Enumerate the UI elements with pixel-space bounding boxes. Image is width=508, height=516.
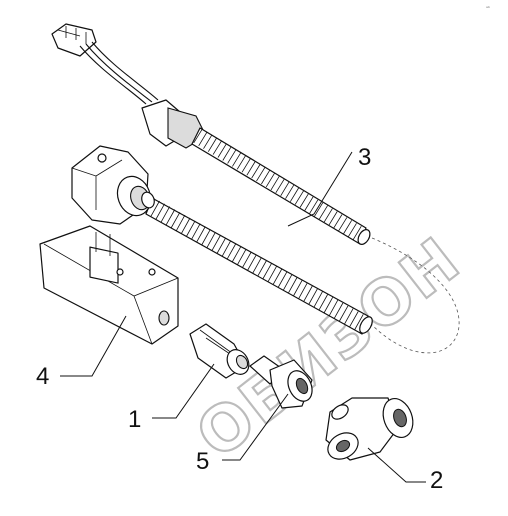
callout-3: 3 xyxy=(287,144,371,227)
fitting-1 xyxy=(189,323,250,379)
callout-label-1: 1 xyxy=(128,406,141,433)
callout-1: 1 xyxy=(128,363,215,433)
fitting-5 xyxy=(249,355,313,409)
terminal-plug xyxy=(51,23,97,57)
wire-bundle xyxy=(79,41,159,105)
corner-mark: ᵃᵇ xyxy=(486,6,490,12)
callout-5: 5 xyxy=(196,393,289,475)
hose-lower xyxy=(145,197,373,335)
hose-upper xyxy=(191,127,371,245)
solenoid-coil xyxy=(71,145,155,225)
callout-label-5: 5 xyxy=(196,448,209,475)
connector-cable-assembly xyxy=(51,23,207,149)
callout-label-3: 3 xyxy=(358,144,371,171)
callout-label-2: 2 xyxy=(430,467,443,494)
valve-body xyxy=(39,225,179,345)
elbow-fitting-2 xyxy=(325,397,414,461)
callout-label-4: 4 xyxy=(36,363,49,390)
callout-4: 4 xyxy=(36,315,127,390)
callout-2: 2 xyxy=(367,447,443,494)
